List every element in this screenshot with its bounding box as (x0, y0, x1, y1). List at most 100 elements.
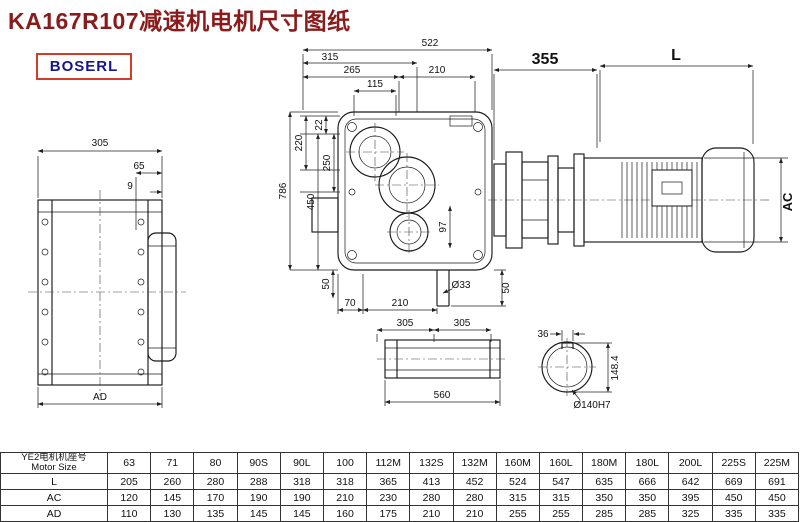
dim-front-265: 265 (344, 65, 361, 76)
size-header-cell-0: 63 (106, 452, 152, 474)
shaft-detail-view (377, 339, 508, 379)
cell-L-4: 318 (279, 473, 324, 490)
dim-front-450: 450 (306, 193, 317, 210)
dim-side-9: 9 (127, 181, 133, 192)
dim-side-65: 65 (133, 161, 145, 172)
size-header-cell-5: 100 (322, 452, 368, 474)
cell-AD-13: 325 (668, 505, 713, 522)
cell-AD-4: 145 (279, 505, 324, 522)
cell-AD-3: 145 (236, 505, 281, 522)
cell-L-1: 260 (150, 473, 195, 490)
brand-logo: BOSERL (36, 53, 132, 80)
cell-AC-10: 315 (538, 489, 584, 506)
dim-front-220: 220 (294, 134, 305, 151)
dim-front-522: 522 (422, 38, 439, 49)
cell-AD-11: 285 (582, 505, 627, 522)
cell-AD-0: 110 (106, 505, 152, 522)
size-header-cell-15: 225M (754, 452, 800, 474)
cell-AD-15: 335 (754, 505, 800, 522)
cell-AC-7: 280 (409, 489, 454, 506)
row-label-L: L (0, 473, 108, 490)
gearbox-front-view (311, 111, 493, 307)
bore-end-view (538, 338, 596, 396)
size-header-cell-6: 112M (366, 452, 411, 474)
cell-L-8: 452 (452, 473, 497, 490)
dim-front-97: 97 (438, 221, 449, 233)
size-header-cell-9: 160M (495, 452, 540, 474)
dim-front-70: 70 (344, 298, 356, 309)
cell-AC-8: 280 (452, 489, 497, 506)
gearbox-front-dimensions: 522 315 265 210 115 786 220 450 22 250 9… (278, 38, 512, 314)
cell-AC-2: 170 (193, 489, 238, 506)
cell-AC-1: 145 (150, 489, 195, 506)
cell-L-3: 288 (236, 473, 281, 490)
cell-AC-4: 190 (279, 489, 324, 506)
cell-L-2: 280 (193, 473, 238, 490)
cell-AC-14: 450 (711, 489, 756, 506)
dim-bore-36: 36 (537, 329, 549, 340)
front-view-bolt-holes (347, 122, 483, 260)
size-header-cell-8: 132M (452, 452, 497, 474)
bore-dimensions: 36 148.4 Ø140H7 (537, 329, 621, 411)
motor-view (488, 147, 770, 253)
cell-AC-11: 350 (582, 489, 627, 506)
size-header-cell-3: 90S (236, 452, 281, 474)
cell-L-10: 547 (538, 473, 584, 490)
cell-L-11: 635 (582, 473, 627, 490)
cell-L-0: 205 (106, 473, 152, 490)
size-header-cell-1: 71 (150, 452, 195, 474)
cell-L-9: 524 (495, 473, 540, 490)
cell-AC-15: 450 (754, 489, 800, 506)
size-header-cell-14: 225S (711, 452, 756, 474)
cell-AD-14: 335 (711, 505, 756, 522)
motor-dimensions: 355 L AC (493, 47, 795, 243)
dim-front-250: 250 (322, 154, 333, 171)
cell-AC-6: 230 (366, 489, 411, 506)
cell-AC-9: 315 (495, 489, 540, 506)
page-title: KA167R107减速机电机尺寸图纸 (8, 8, 351, 34)
dim-front-210: 210 (429, 65, 446, 76)
size-header-cell-12: 180L (625, 452, 670, 474)
dim-front-315: 315 (322, 52, 339, 63)
cell-L-6: 365 (366, 473, 411, 490)
dim-side-305: 305 (92, 138, 109, 149)
cell-AD-1: 130 (150, 505, 195, 522)
motor-size-label-cn: YE2电机机座号 (21, 452, 87, 463)
cell-AD-5: 160 (322, 505, 368, 522)
size-header-cell-11: 180M (582, 452, 627, 474)
dim-front-786: 786 (278, 182, 289, 199)
shaft-dimensions: 305 305 560 (376, 318, 501, 406)
dim-shaft-305a: 305 (397, 318, 414, 329)
dim-shaft-560: 560 (434, 390, 451, 401)
dim-side-AD: AD (93, 392, 107, 403)
cell-AD-6: 175 (366, 505, 411, 522)
row-label-AD: AD (0, 505, 108, 522)
cell-AD-9: 255 (495, 505, 540, 522)
gearbox-side-dimensions: 305 65 9 AD (37, 138, 163, 408)
cell-AD-8: 210 (452, 505, 497, 522)
dim-front-50-left: 50 (321, 278, 332, 290)
cell-AC-13: 395 (668, 489, 713, 506)
dim-front-50-right: 50 (501, 282, 512, 294)
dim-motor-AC: AC (780, 192, 795, 211)
cell-AD-7: 210 (409, 505, 454, 522)
dim-bore-148-4: 148.4 (610, 355, 621, 380)
dim-motor-L: L (671, 47, 681, 64)
cell-AC-5: 210 (322, 489, 368, 506)
cell-L-13: 642 (668, 473, 713, 490)
dim-motor-355: 355 (532, 51, 559, 68)
motor-size-label-en: Motor Size (31, 462, 77, 473)
cell-L-12: 666 (625, 473, 670, 490)
cell-AD-2: 135 (193, 505, 238, 522)
dim-front-115: 115 (367, 79, 383, 90)
size-header-cell-4: 90L (279, 452, 324, 474)
motor-fan-cover (701, 147, 755, 253)
size-header-cell-10: 160L (538, 452, 584, 474)
size-header-cell-13: 200L (668, 452, 713, 474)
dim-front-210b: 210 (392, 298, 409, 309)
cell-L-7: 413 (409, 473, 454, 490)
